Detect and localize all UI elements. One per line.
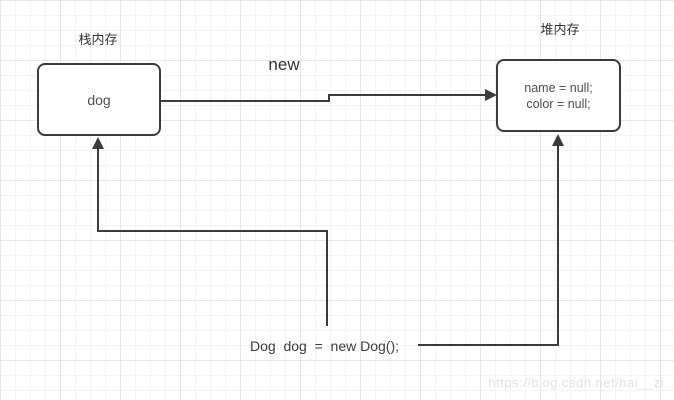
watermark-url: https://blog.csdn.net/hai__zi bbox=[488, 375, 664, 390]
new-keyword-label: new bbox=[268, 55, 300, 74]
stack-variable-name: dog bbox=[87, 91, 111, 108]
heap-memory-label: 堆内存 bbox=[540, 22, 580, 37]
new-arrowhead-icon bbox=[485, 89, 497, 101]
code-to-heap-arrowhead-icon bbox=[552, 134, 564, 146]
code-to-stack-arrowhead-icon bbox=[92, 137, 104, 149]
heap-field-color: color = null; bbox=[526, 96, 591, 111]
new-arrow bbox=[160, 89, 497, 102]
code-to-stack-arrow bbox=[92, 137, 328, 326]
code-to-heap-arrow bbox=[418, 134, 564, 346]
code-statement: Dog dog = new Dog(); bbox=[250, 338, 400, 354]
heap-object-box: name = null; color = null; bbox=[496, 59, 621, 132]
stack-memory-label: 栈内存 bbox=[78, 32, 118, 47]
stack-variable-box: dog bbox=[37, 63, 161, 136]
heap-field-name: name = null; bbox=[524, 80, 593, 95]
